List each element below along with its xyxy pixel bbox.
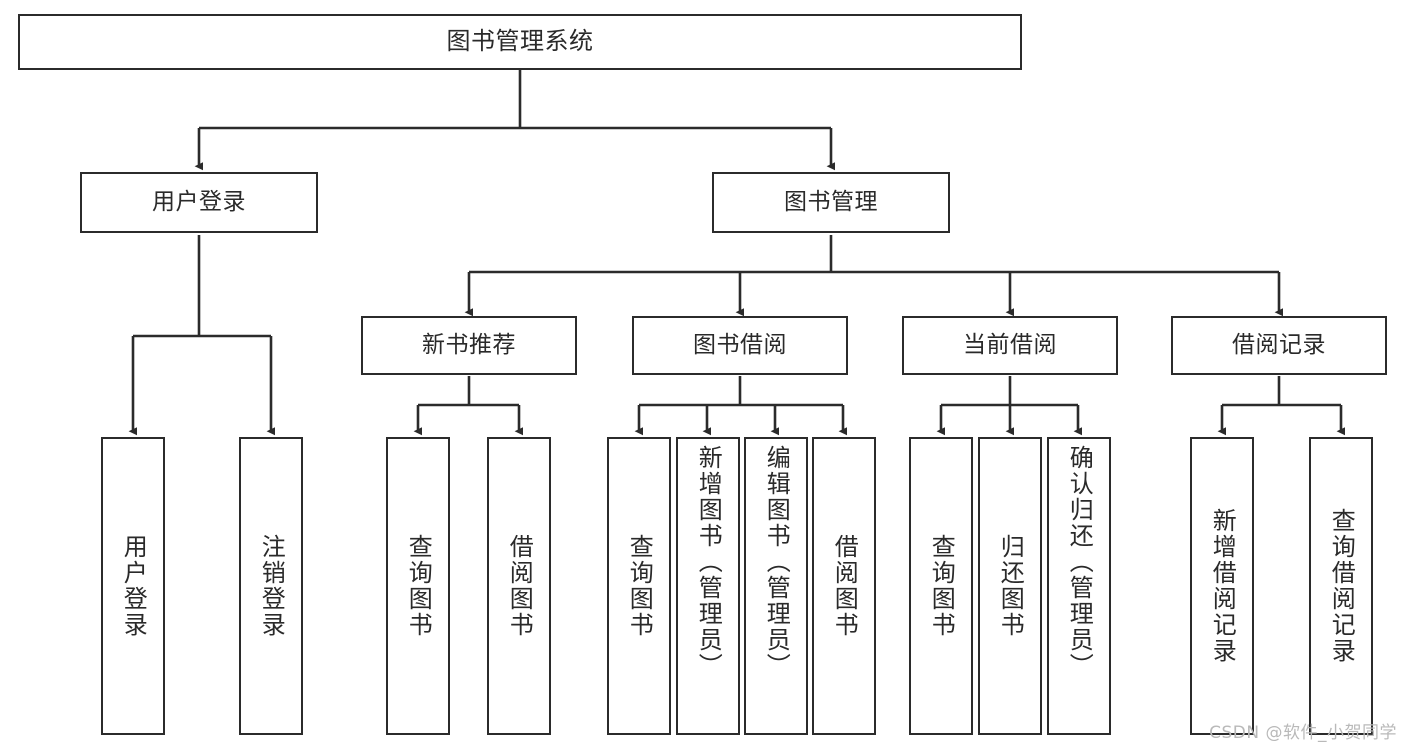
node-label: 借阅图书	[505, 534, 534, 638]
leaf-new-book-borrow-book[interactable]: 借阅图书	[487, 437, 551, 735]
node-label: 查询图书	[625, 534, 654, 638]
leaf-current-confirm-return-admin[interactable]: 确认归还（管理员）	[1047, 437, 1111, 735]
watermark: CSDN @软件_小贺同学	[1209, 723, 1397, 743]
leaf-record-add-borrow-record[interactable]: 新增借阅记录	[1190, 437, 1254, 735]
node-label: 查询借阅记录	[1327, 508, 1356, 664]
node-label: 编辑图书（管理员）	[762, 445, 791, 679]
leaf-new-book-query-book[interactable]: 查询图书	[386, 437, 450, 735]
node-label: 图书借阅	[693, 332, 787, 359]
leaf-user-login-login[interactable]: 用户登录	[101, 437, 165, 735]
node-label: 新增图书（管理员）	[694, 445, 723, 679]
leaf-record-query-borrow-record[interactable]: 查询借阅记录	[1309, 437, 1373, 735]
node-borrowing-record[interactable]: 借阅记录	[1171, 316, 1387, 375]
leaf-borrow-query-book[interactable]: 查询图书	[607, 437, 671, 735]
node-user-login[interactable]: 用户登录	[80, 172, 318, 233]
leaf-borrow-add-book-admin[interactable]: 新增图书（管理员）	[676, 437, 740, 735]
leaf-current-return-book[interactable]: 归还图书	[978, 437, 1042, 735]
node-label: 确认归还（管理员）	[1065, 445, 1094, 679]
leaf-borrow-edit-book-admin[interactable]: 编辑图书（管理员）	[744, 437, 808, 735]
node-label: 借阅图书	[830, 534, 859, 638]
node-label: 图书管理系统	[446, 27, 594, 56]
node-book-management[interactable]: 图书管理	[712, 172, 950, 233]
node-label: 用户登录	[152, 189, 246, 216]
leaf-borrow-borrow-book[interactable]: 借阅图书	[812, 437, 876, 735]
node-book-borrowing[interactable]: 图书借阅	[632, 316, 848, 375]
node-label: 归还图书	[996, 534, 1025, 638]
leaf-user-login-logout[interactable]: 注销登录	[239, 437, 303, 735]
node-label: 图书管理	[784, 189, 878, 216]
node-new-book-recommendation[interactable]: 新书推荐	[361, 316, 577, 375]
node-root-book-management-system[interactable]: 图书管理系统	[18, 14, 1022, 70]
node-label: 新书推荐	[422, 332, 516, 359]
node-label: 注销登录	[257, 534, 286, 638]
node-label: 新增借阅记录	[1208, 508, 1237, 664]
leaf-current-query-book[interactable]: 查询图书	[909, 437, 973, 735]
node-label: 查询图书	[404, 534, 433, 638]
node-label: 借阅记录	[1232, 332, 1326, 359]
node-label: 用户登录	[119, 534, 148, 638]
node-label: 查询图书	[927, 534, 956, 638]
node-current-borrowing[interactable]: 当前借阅	[902, 316, 1118, 375]
node-label: 当前借阅	[963, 332, 1057, 359]
